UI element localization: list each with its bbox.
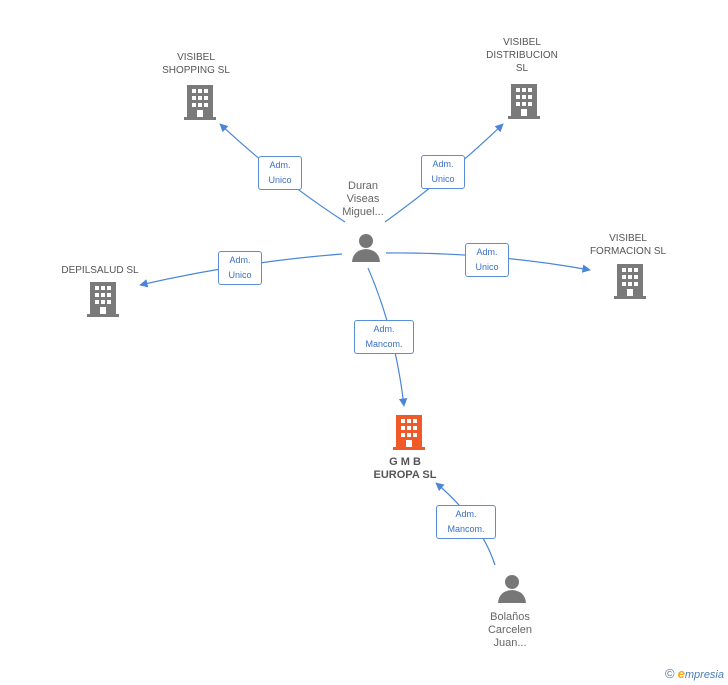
person-label-bolanos[interactable]: Bolaños Carcelen Juan...	[487, 611, 533, 649]
person-icon[interactable]	[351, 233, 381, 263]
edge-label-adm-unico: Adm. Unico	[218, 251, 262, 285]
company-label-depilsalud[interactable]: DEPILSALUD SL	[61, 265, 139, 276]
building-icon[interactable]	[87, 282, 119, 318]
building-icon[interactable]	[614, 264, 646, 300]
edge-label-adm-unico: Adm. Unico	[465, 243, 509, 277]
person-icon[interactable]	[497, 574, 527, 604]
edge-label-adm-mancom: Adm. Mancom.	[354, 320, 414, 354]
building-icon[interactable]	[184, 85, 216, 121]
edge-label-adm-unico: Adm. Unico	[421, 155, 465, 189]
person-label-duran[interactable]: Duran Viseas Miguel...	[342, 180, 384, 218]
edge-label-adm-mancom: Adm. Mancom.	[436, 505, 496, 539]
company-label-gmb-europa[interactable]: G M B EUROPA SL	[373, 456, 437, 481]
company-label-visibel-distribucion[interactable]: VISIBEL DISTRIBUCION SL	[486, 37, 558, 74]
edge-label-adm-unico: Adm. Unico	[258, 156, 302, 190]
building-icon[interactable]	[508, 84, 540, 120]
copyright-icon: ©	[665, 666, 675, 681]
building-icon[interactable]	[393, 415, 425, 451]
company-label-visibel-shopping[interactable]: VISIBEL SHOPPING SL	[162, 52, 230, 76]
company-label-visibel-formacion[interactable]: VISIBEL FORMACION SL	[589, 233, 667, 257]
brand-logo: empresia	[677, 666, 724, 681]
empresia-watermark[interactable]: © empresia	[665, 666, 724, 681]
